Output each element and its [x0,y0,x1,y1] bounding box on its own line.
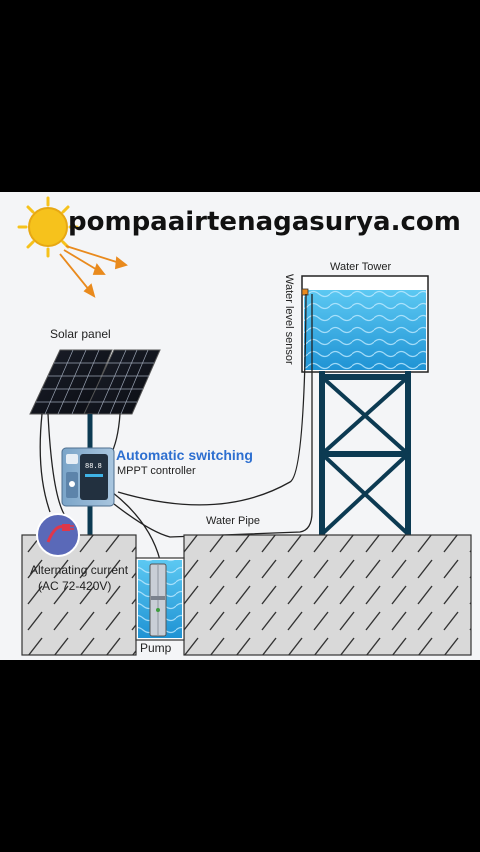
ground-right [183,534,472,656]
mppt-controller-label: MPPT controller [117,465,196,477]
sun-icon [17,196,79,258]
well [135,557,185,641]
water-pipe-label: Water Pipe [206,515,260,527]
water-level-sensor-label: Water level sensor [283,274,295,365]
pump-label: Pump [140,641,172,655]
water-tower: Water Tower [301,261,429,537]
pump [149,563,167,637]
mppt-controller: 88.8 [61,447,115,507]
ground-left [21,534,137,656]
solar-panel [29,349,161,535]
solar-pump-diagram: pompaairtenagasurya.com Water Tower Wate… [17,196,472,656]
solar-panel-label: Solar panel [50,327,111,341]
water-level-sensor [301,288,309,296]
site-title: pompaairtenagasurya.com [68,207,461,237]
power-plug-icon [36,513,80,557]
water-tower-label: Water Tower [330,261,391,273]
sunlight-arrows [59,245,128,298]
diagram-panel: pompaairtenagasurya.com Water Tower Wate… [0,192,480,660]
automatic-switching-label: Automatic switching [116,447,253,463]
svg-text:88.8: 88.8 [85,463,102,471]
alternating-current-label: Alternating current [30,563,129,577]
ac-range-label: (AC 72-420V) [38,579,111,593]
